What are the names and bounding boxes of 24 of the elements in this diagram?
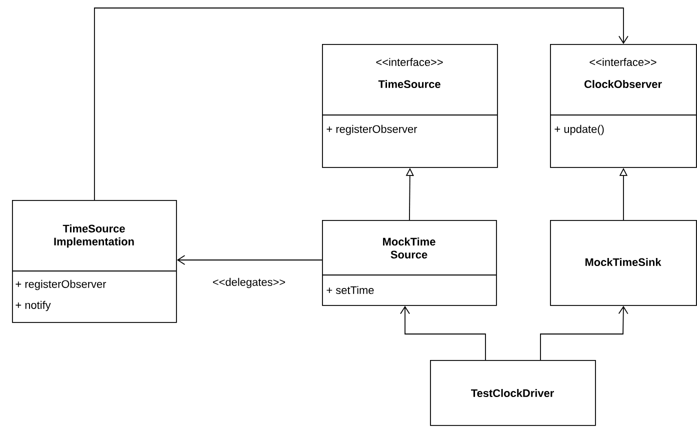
method-label: + notify <box>16 300 51 312</box>
class-box <box>550 220 697 306</box>
class-box <box>12 200 177 323</box>
stereotype-label: <<interface>> <box>590 58 656 66</box>
arrow <box>400 306 486 360</box>
class-name: TestClockDriver <box>471 388 554 398</box>
method-label: + registerObserver <box>16 280 106 290</box>
edge-label: <<delegates>> <box>211 276 287 290</box>
method-label: + registerObserver <box>326 124 418 136</box>
class-box <box>322 220 497 306</box>
method-label: + update() <box>554 124 604 136</box>
class-box <box>430 360 596 426</box>
arrow <box>94 8 628 200</box>
class-box <box>550 44 697 168</box>
class-box <box>322 44 498 168</box>
class-name: MockTime Source <box>383 238 436 258</box>
stereotype-label: <<interface>> <box>376 58 443 66</box>
class-name: TimeSource Implementation <box>54 224 134 248</box>
arrow <box>540 306 628 360</box>
method-label: + setTime <box>326 286 374 294</box>
class-name: ClockObserver <box>584 80 662 88</box>
class-name: MockTimeSink <box>585 258 662 266</box>
arrow <box>176 255 322 265</box>
class-name: TimeSource <box>378 80 440 88</box>
